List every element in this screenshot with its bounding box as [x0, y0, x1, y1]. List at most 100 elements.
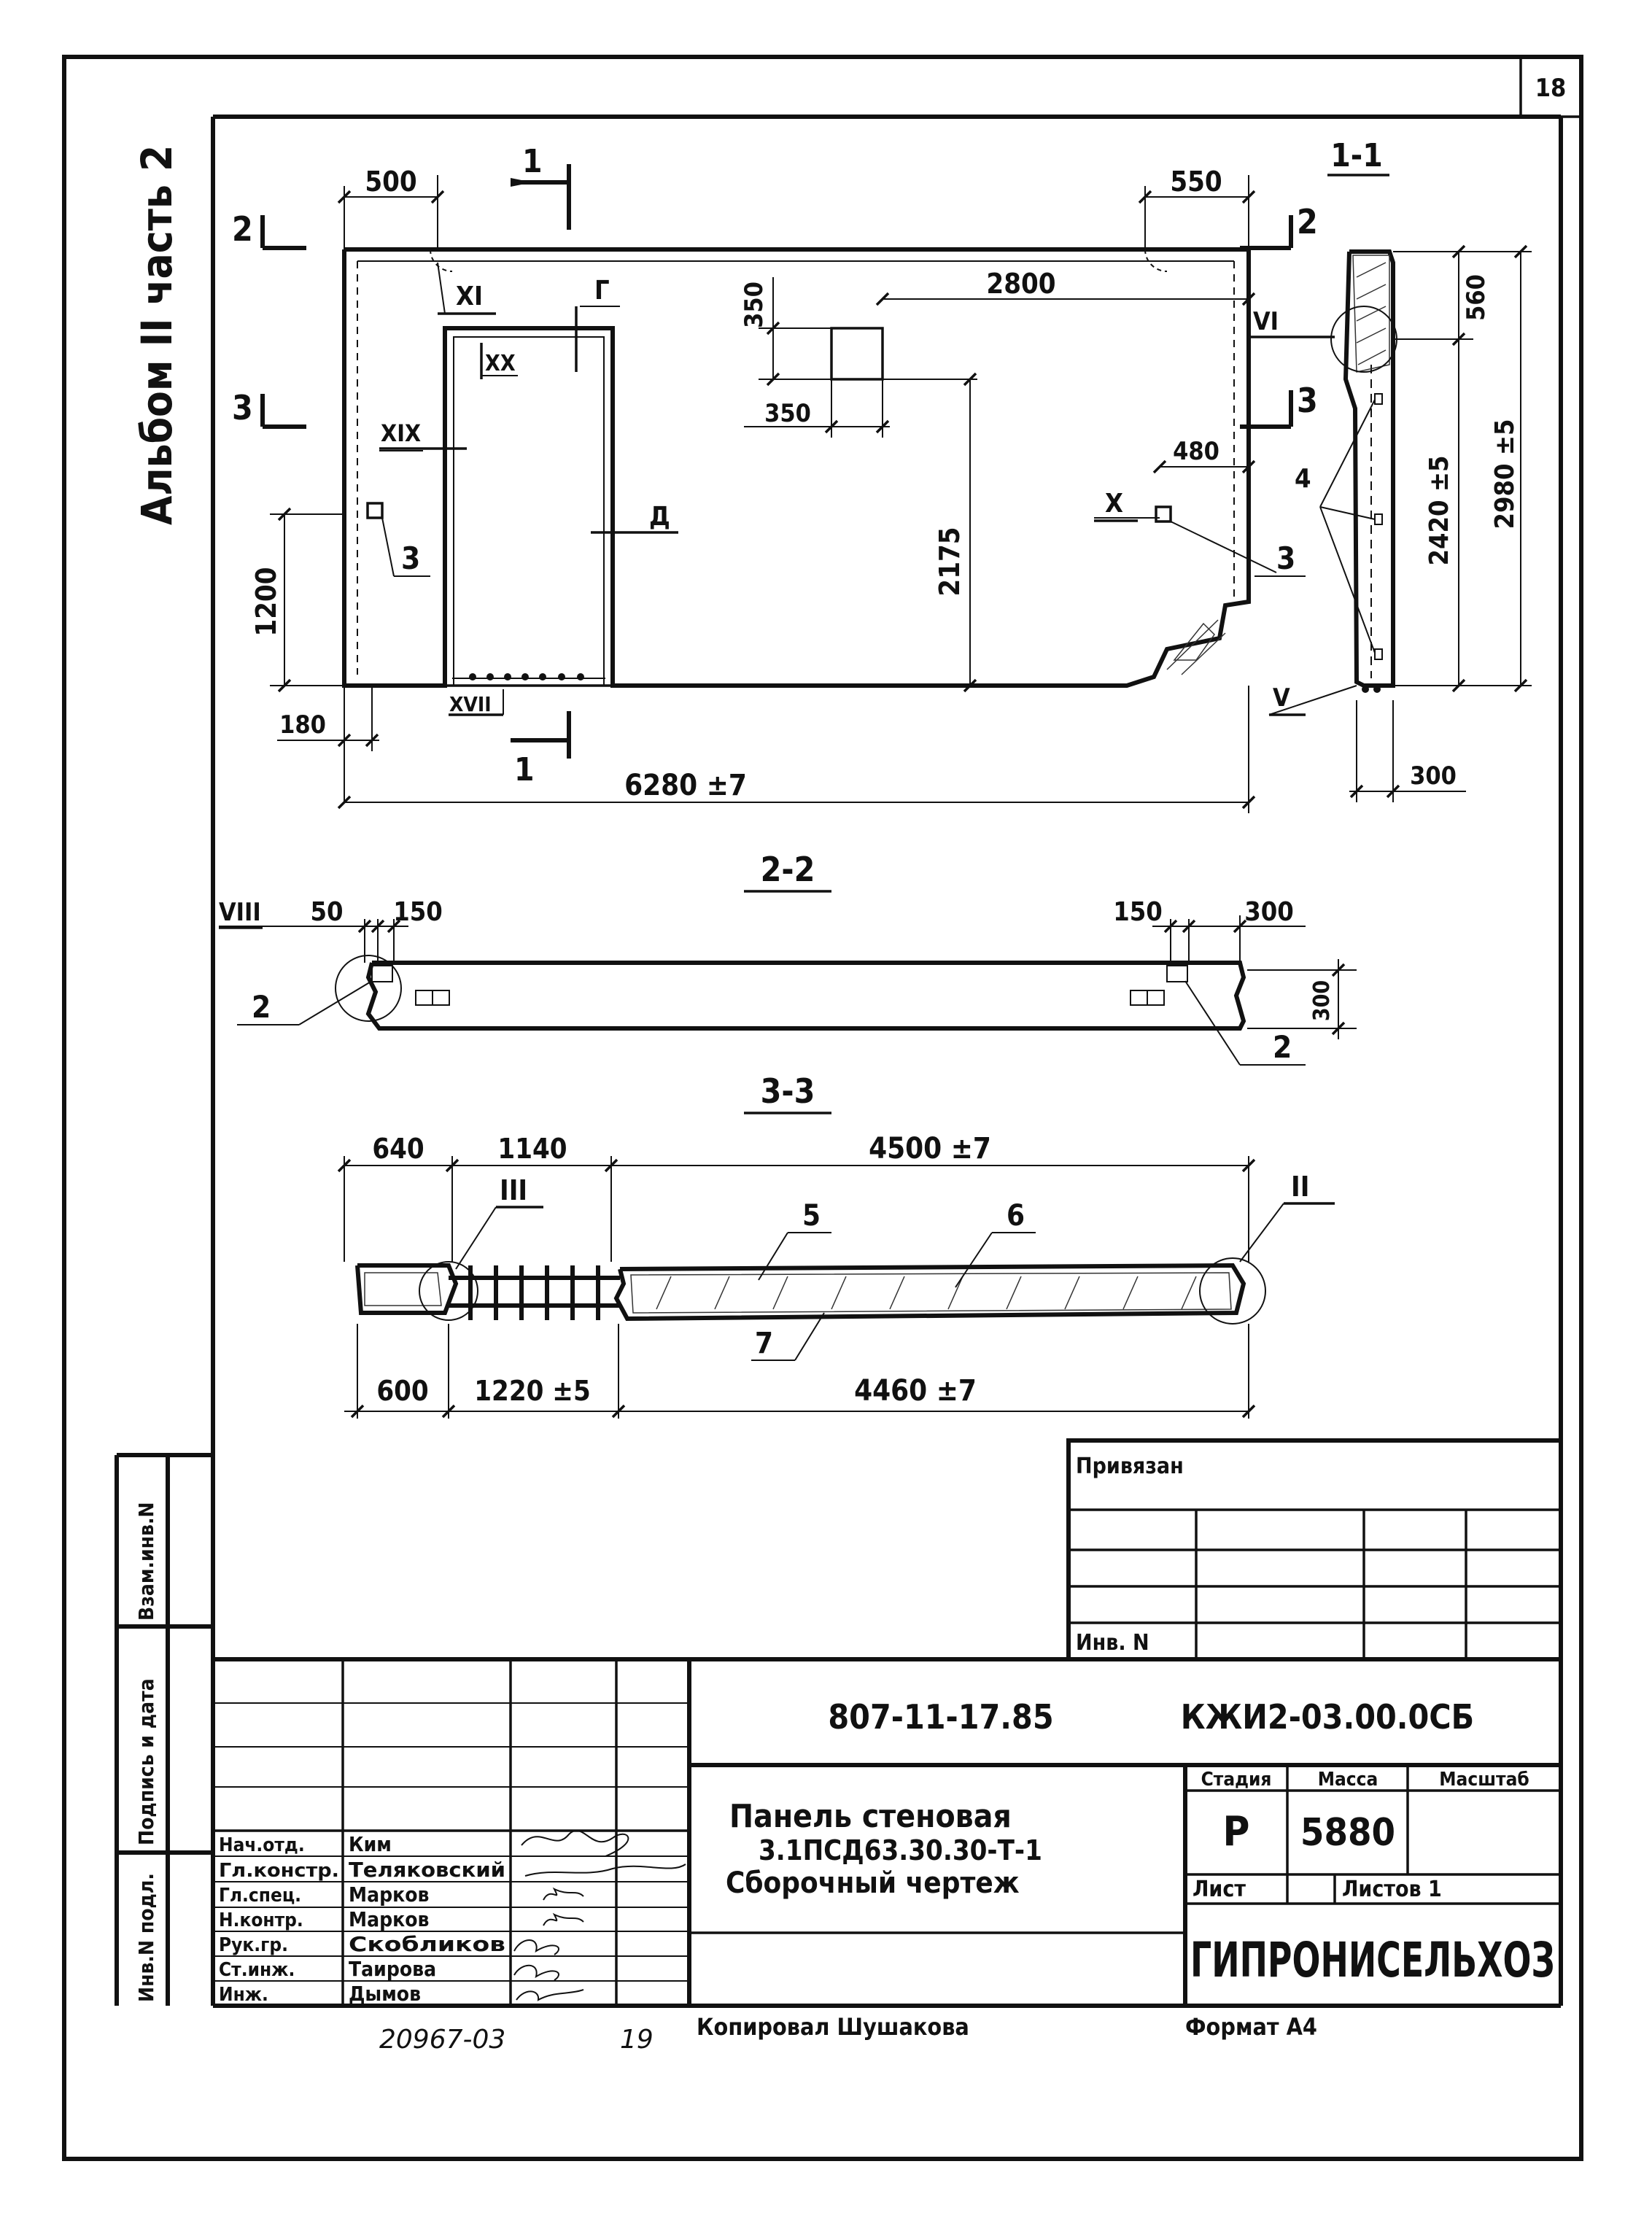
dim-480: 480 — [1173, 437, 1219, 466]
role-4: Н.контр. — [219, 1909, 303, 1931]
sheet-number: 18 — [1535, 74, 1567, 103]
node-VIII: VIII — [219, 898, 261, 927]
footer: 20967-03 19 Копировал Шушакова Формат А4 — [379, 2013, 1317, 2055]
section-3-3: 3-3 64 — [337, 1071, 1335, 1419]
dim-4500: 4500 ±7 — [869, 1132, 991, 1166]
section-1-1-title: 1-1 — [1330, 137, 1383, 174]
panel-elevation — [342, 247, 1251, 688]
name-6: Таирова — [349, 1957, 436, 1981]
node-2-left: 2 — [252, 989, 271, 1025]
page-number: 19 — [620, 2025, 654, 2055]
stamp-podpis: Подпись и дата — [134, 1678, 158, 1845]
dim-2175: 2175 — [934, 527, 966, 596]
format-label: Формат А4 — [1185, 2013, 1317, 2041]
stage-header: Стадия — [1201, 1769, 1272, 1791]
node-6: 6 — [1007, 1199, 1025, 1233]
binding-table: Привязан Инв. N — [1066, 1438, 1563, 1661]
elevation-node-labels: XI Г XX XIX Д X 3 3 XVII — [379, 262, 1306, 716]
role-6: Ст.инж. — [219, 1959, 295, 1981]
archive-number: 20967-03 — [379, 2025, 505, 2055]
dim-560: 560 — [1462, 274, 1491, 321]
sheet-label: Лист — [1193, 1877, 1246, 1902]
name-7: Дымов — [349, 1982, 421, 2006]
dim-300-top: 300 — [1244, 897, 1294, 927]
binding-inv-label: Инв. N — [1076, 1630, 1149, 1656]
node-III: III — [500, 1174, 527, 1206]
node-XIX: XIX — [381, 419, 421, 447]
dim-600: 600 — [376, 1375, 428, 1407]
dim-640: 640 — [372, 1133, 424, 1165]
name-3: Марков — [349, 1882, 429, 1907]
section-2-right-mark: 2 — [1297, 202, 1318, 241]
name-line-1: Панель стеновая — [729, 1798, 1012, 1835]
section-3-right-mark: 3 — [1297, 381, 1318, 420]
node-3-right: 3 — [1276, 540, 1295, 576]
section-1-top-mark: 1 — [522, 143, 543, 180]
dim-4460: 4460 ±7 — [854, 1374, 977, 1408]
stamp-vzam: Взам.инв.N — [134, 1502, 158, 1621]
section-2-2-title: 2-2 — [761, 850, 815, 889]
node-XI: XI — [456, 282, 483, 311]
name-4: Марков — [349, 1907, 429, 1931]
title-block: 807-11-17.85 КЖИ2-03.00.0СБ Панель стено… — [213, 1657, 1561, 2008]
role-5: Рук.гр. — [219, 1934, 288, 1956]
dim-6280: 6280 ±7 — [624, 769, 747, 802]
node-X: X — [1105, 489, 1123, 519]
node-XX: XX — [485, 351, 516, 376]
organization: ГИПРОНИСЕЛЬХОЗ — [1190, 1932, 1555, 1988]
node-XVII: XVII — [449, 692, 492, 716]
node-2-right: 2 — [1273, 1029, 1292, 1065]
node-G: Г — [594, 276, 610, 306]
scale-header: Масштаб — [1439, 1769, 1529, 1791]
name-5: Скобликов — [349, 1932, 505, 1956]
sheets-label: Листов 1 — [1342, 1877, 1442, 1902]
dim-180: 180 — [279, 710, 326, 740]
node-V: V — [1273, 683, 1290, 713]
stamp-inv-podl: Инв.N подл. — [134, 1873, 158, 2002]
dim-500: 500 — [365, 166, 416, 198]
node-D: Д — [649, 502, 670, 532]
people-list: Нач.отд. Ким Гл.констр. Теляковский Гл.с… — [219, 1832, 505, 2006]
doc-mark: КЖИ2-03.00.0СБ — [1181, 1697, 1474, 1737]
side-stamp: Инв.N подл. Подпись и дата Взам.инв.N — [115, 1453, 213, 2006]
dim-1200: 1200 — [250, 567, 282, 636]
dim-350-vertical: 350 — [740, 282, 769, 328]
node-4: 4 — [1295, 464, 1311, 494]
section-1-1: 1-1 560 2420 ±5 — [1249, 137, 1532, 802]
dim-150-left: 150 — [393, 897, 443, 927]
role-7: Инж. — [219, 1984, 268, 2006]
name-1: Ким — [349, 1832, 392, 1856]
dim-2980: 2980 ±5 — [1490, 419, 1520, 529]
name-line-3: Сборочный чертеж — [726, 1866, 1020, 1900]
dim-50: 50 — [310, 897, 343, 927]
dim-2420: 2420 ±5 — [1424, 455, 1454, 565]
role-1: Нач.отд. — [219, 1834, 305, 1856]
mass-value: 5880 — [1300, 1811, 1395, 1855]
dim-550: 550 — [1170, 166, 1222, 198]
node-7: 7 — [755, 1327, 773, 1360]
section-1-bottom-mark: 1 — [514, 751, 535, 788]
node-3-left: 3 — [401, 540, 420, 576]
node-VI: VI — [1253, 307, 1279, 336]
dim-300-section-1-1: 300 — [1410, 761, 1457, 791]
section-2-2: 2-2 50 150 150 300 — [219, 850, 1357, 1066]
doc-code: 807-11-17.85 — [828, 1697, 1053, 1737]
signatures — [513, 1829, 686, 2001]
album-title: Альбом II часть 2 — [132, 145, 182, 525]
dim-300-side: 300 — [1309, 980, 1335, 1021]
binding-title: Привязан — [1076, 1454, 1184, 1479]
name-line-2: 3.1ПСД63.30.30-Т-1 — [759, 1834, 1042, 1866]
section-3-left-mark: 3 — [232, 388, 253, 427]
section-3-3-title: 3-3 — [761, 1071, 815, 1111]
copied-by: Копировал Шушакова — [697, 2013, 969, 2041]
name-2: Теляковский — [349, 1858, 505, 1882]
dim-350-horizontal: 350 — [764, 399, 811, 428]
dim-150-right: 150 — [1113, 897, 1163, 927]
dim-1140: 1140 — [497, 1133, 567, 1165]
role-2: Гл.констр. — [219, 1860, 339, 1882]
section-markers: 1 1 2 2 3 3 — [232, 143, 1318, 788]
node-II: II — [1291, 1171, 1309, 1203]
dim-2800: 2800 — [986, 268, 1055, 300]
sheet-frame — [62, 55, 1583, 2161]
